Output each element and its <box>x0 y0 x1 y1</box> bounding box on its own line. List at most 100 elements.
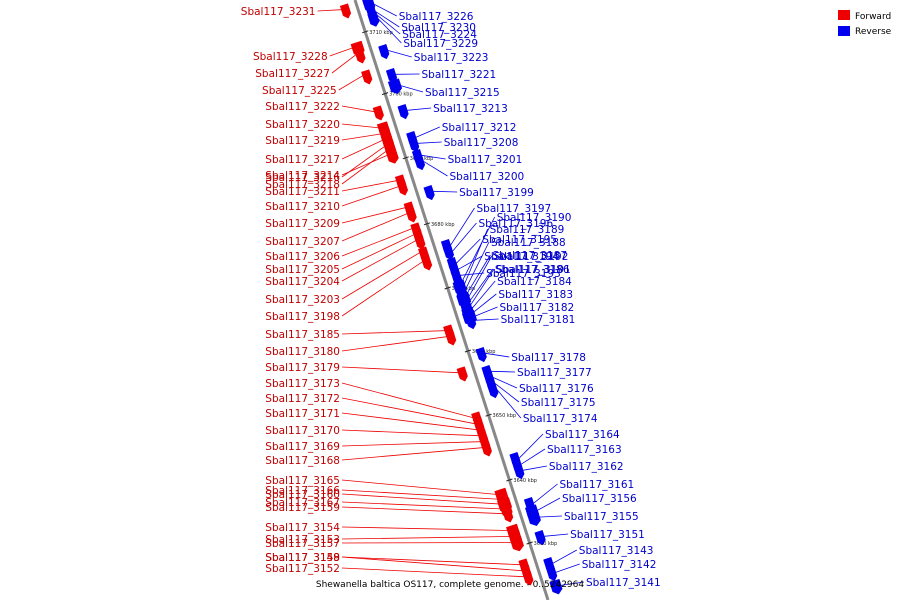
reverse-gene-glyph[interactable] <box>526 510 541 526</box>
forward-gene-label[interactable]: Sbal117_3185 <box>265 329 340 341</box>
forward-gene-glyph[interactable] <box>396 180 409 196</box>
reverse-gene-label[interactable]: Sbal117_3201 <box>448 154 523 166</box>
forward-gene-glyph[interactable] <box>414 234 426 250</box>
reverse-gene-glyph[interactable] <box>475 346 487 363</box>
forward-gene-label[interactable]: Sbal117_3160 <box>265 489 340 501</box>
reverse-gene-label[interactable]: Sbal117_3156 <box>562 493 637 505</box>
reverse-gene-label[interactable]: Sbal117_3188 <box>491 237 566 249</box>
reverse-gene-glyph[interactable] <box>397 103 409 120</box>
reverse-gene-label[interactable]: Sbal117_3161 <box>560 479 635 491</box>
forward-gene-label[interactable]: Sbal117_3171 <box>265 408 340 420</box>
forward-gene-label[interactable]: Sbal117_3231 <box>241 6 316 18</box>
forward-gene-label[interactable]: Sbal117_3172 <box>265 393 340 405</box>
reverse-gene-label[interactable]: Sbal117_3196 <box>478 218 553 230</box>
reverse-gene-label[interactable]: Sbal117_3195 <box>482 234 557 246</box>
reverse-gene-glyph[interactable] <box>534 529 546 546</box>
forward-gene-glyph[interactable] <box>445 330 457 346</box>
reverse-gene-label[interactable]: Sbal117_3151 <box>570 529 645 541</box>
forward-gene-glyph[interactable] <box>361 69 373 85</box>
reverse-gene-label[interactable]: Sbal117_3215 <box>425 87 500 99</box>
forward-gene-label[interactable]: Sbal117_3198 <box>265 311 340 323</box>
reverse-gene-label[interactable]: Sbal117_3200 <box>449 171 524 183</box>
forward-gene-glyph[interactable] <box>405 207 417 223</box>
forward-gene-label[interactable]: Sbal117_3211 <box>265 186 340 198</box>
forward-gene-label[interactable]: Sbal117_3205 <box>265 264 340 276</box>
forward-gene-label[interactable]: Sbal117_3168 <box>265 455 340 467</box>
forward-gene-label[interactable]: Sbal117_3203 <box>265 294 340 306</box>
forward-gene-label[interactable]: Sbal117_3228 <box>253 51 328 63</box>
reverse-gene-label[interactable]: Sbal117_3191 <box>496 264 571 276</box>
forward-gene-label[interactable]: Sbal117_3204 <box>265 276 340 288</box>
forward-gene-label[interactable]: Sbal117_3158 <box>265 552 340 564</box>
forward-gene-label[interactable]: Sbal117_3180 <box>265 346 340 358</box>
forward-gene-label[interactable]: Sbal117_3157 <box>265 538 340 550</box>
forward-gene-label[interactable]: Sbal117_3153 <box>265 534 340 546</box>
reverse-gene-label[interactable]: Sbal117_3208 <box>444 137 519 149</box>
reverse-gene-label[interactable]: Sbal117_3164 <box>545 429 620 441</box>
forward-gene-glyph[interactable] <box>456 366 468 382</box>
forward-gene-label[interactable]: Sbal117_3173 <box>265 378 340 390</box>
reverse-gene-glyph[interactable] <box>387 78 403 94</box>
reverse-gene-label[interactable]: Sbal117_3178 <box>511 352 586 364</box>
forward-gene-label[interactable]: Sbal117_3170 <box>265 425 340 437</box>
reverse-gene-label[interactable]: Sbal117_3189 <box>490 224 565 236</box>
reverse-gene-glyph[interactable] <box>378 43 390 60</box>
reverse-gene-label[interactable]: Sbal117_3142 <box>582 559 657 571</box>
reverse-gene-label[interactable]: Sbal117_3163 <box>547 444 622 456</box>
reverse-gene-label[interactable]: Sbal117_3143 <box>579 545 654 557</box>
reverse-gene-label[interactable]: Sbal117_3183 <box>498 289 573 301</box>
forward-gene-glyph[interactable] <box>522 570 534 586</box>
reverse-gene-label[interactable]: Sbal117_3177 <box>517 367 592 379</box>
forward-gene-label[interactable]: Sbal117_3207 <box>265 236 340 248</box>
forward-gene-glyph[interactable] <box>480 441 492 457</box>
reverse-gene-label[interactable]: Sbal117_3212 <box>442 122 517 134</box>
forward-gene-label[interactable]: Sbal117_3216 <box>265 172 340 184</box>
forward-gene-label[interactable]: Sbal117_3218 <box>265 179 340 191</box>
reverse-gene-label[interactable]: Sbal117_3174 <box>523 413 598 425</box>
reverse-gene-label[interactable]: Sbal117_3184 <box>497 276 572 288</box>
forward-gene-label[interactable]: Sbal117_3219 <box>265 135 340 147</box>
forward-gene-label[interactable]: Sbal117_3220 <box>265 119 340 131</box>
reverse-gene-glyph[interactable] <box>442 244 455 261</box>
reverse-gene-label[interactable]: Sbal117_3194 <box>484 251 559 263</box>
reverse-gene-label[interactable]: Sbal117_3199 <box>459 187 534 199</box>
reverse-gene-label[interactable]: Sbal117_3223 <box>414 52 489 64</box>
reverse-gene-label[interactable]: Sbal117_3213 <box>433 103 508 115</box>
reverse-gene-label[interactable]: Sbal117_3181 <box>501 314 576 326</box>
forward-gene-label[interactable]: Sbal117_3217 <box>265 154 340 166</box>
forward-gene-glyph[interactable] <box>420 255 433 271</box>
reverse-gene-label[interactable]: Sbal117_3224 <box>402 29 477 41</box>
reverse-gene-glyph[interactable] <box>487 382 499 399</box>
forward-gene-label[interactable]: Sbal117_3209 <box>265 218 340 230</box>
reverse-gene-label[interactable]: Sbal117_3190 <box>497 212 572 224</box>
forward-gene-glyph[interactable] <box>372 105 384 121</box>
forward-gene-label[interactable]: Sbal117_3159 <box>265 502 340 514</box>
forward-gene-label[interactable]: Sbal117_3222 <box>265 101 340 113</box>
forward-gene-label[interactable]: Sbal117_3179 <box>265 362 340 374</box>
reverse-gene-label[interactable]: Sbal117_3197 <box>477 203 552 215</box>
forward-gene-glyph[interactable] <box>354 48 366 64</box>
forward-gene-label[interactable]: Sbal117_3166 <box>265 485 340 497</box>
reverse-gene-glyph[interactable] <box>367 11 380 27</box>
reverse-gene-label[interactable]: Sbal117_3176 <box>519 383 594 395</box>
forward-gene-label[interactable]: Sbal117_3169 <box>265 441 340 453</box>
reverse-gene-label[interactable]: Sbal117_3221 <box>422 69 497 81</box>
reverse-gene-label[interactable]: Sbal117_3226 <box>399 11 474 23</box>
forward-gene-glyph[interactable] <box>339 3 352 19</box>
reverse-gene-label[interactable]: Sbal117_3230 <box>401 22 476 34</box>
forward-gene-label[interactable]: Sbal117_3165 <box>265 475 340 487</box>
reverse-gene-glyph[interactable] <box>549 578 563 595</box>
forward-gene-label[interactable]: Sbal117_3225 <box>262 85 337 97</box>
reverse-gene-glyph[interactable] <box>408 136 420 153</box>
reverse-gene-label[interactable]: Sbal117_3186 <box>495 264 570 276</box>
forward-gene-label[interactable]: Sbal117_3227 <box>255 68 330 80</box>
reverse-gene-glyph[interactable] <box>413 154 426 171</box>
reverse-gene-label[interactable]: Sbal117_3187 <box>492 250 567 262</box>
forward-gene-glyph[interactable] <box>509 535 524 552</box>
reverse-gene-label[interactable]: Sbal117_3175 <box>521 397 596 409</box>
reverse-gene-glyph[interactable] <box>423 184 435 201</box>
reverse-gene-label[interactable]: Sbal117_3192 <box>494 251 569 263</box>
forward-gene-glyph[interactable] <box>501 507 514 523</box>
reverse-gene-glyph[interactable] <box>513 463 525 480</box>
forward-gene-label[interactable]: Sbal117_3152 <box>265 563 340 575</box>
